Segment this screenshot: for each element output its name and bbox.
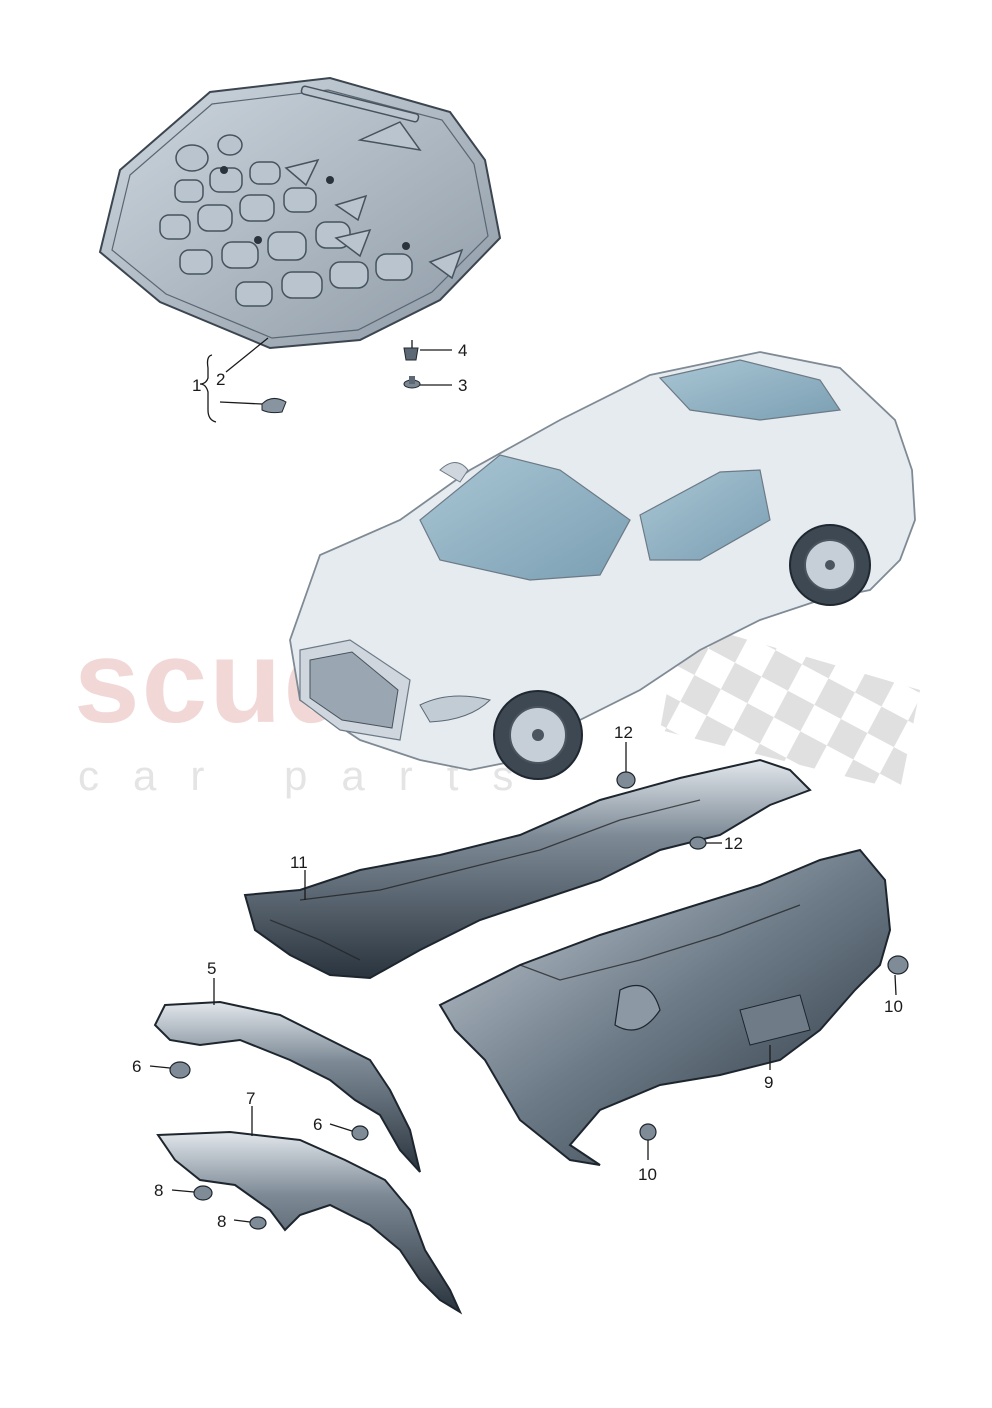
callout-10a: 10 [884,997,903,1016]
callout-6a: 6 [132,1057,141,1076]
clip-10b-icon [639,1123,657,1141]
clip-12b-icon [689,836,707,850]
callout-11: 11 [290,853,308,872]
clip-3-stem [409,376,415,384]
checker-flag-icon [660,620,920,790]
car-illustration [289,351,916,780]
windshield [419,454,631,581]
clip-4-icon [403,347,419,361]
roof-glass [658,359,842,421]
callout-12a: 12 [614,723,633,742]
hood-insulation-mat [98,76,502,350]
callout-labels: 1 2 3 4 5 6 6 7 8 8 9 10 10 11 12 12 [132,341,903,1231]
clip-8b-icon [249,1216,267,1230]
wheelhouse-insulation-5 [153,1000,421,1173]
callout-4: 4 [458,341,467,360]
leader-lines [149,337,897,1223]
clip-parts [261,347,421,414]
mirror [439,462,469,483]
callout-12b: 12 [724,834,743,853]
grille [309,651,399,729]
callout-3: 3 [458,376,467,395]
callout-6b: 6 [313,1115,322,1134]
callout-1: 1 [192,376,201,395]
bulkhead-insulation-upper [243,758,812,980]
clip-12a-icon [616,771,636,789]
callout-5: 5 [207,959,216,978]
wheelhouse-insulation-7 [156,1130,463,1315]
clip-6a-icon [169,1061,191,1079]
retainer-clip-icon [261,398,287,414]
callout-8a: 8 [154,1181,163,1200]
clip-8a-icon [193,1185,213,1201]
callout-10b: 10 [638,1165,657,1184]
callout-2: 2 [216,370,225,389]
fastener-clips [169,771,909,1230]
side-window [639,469,771,561]
clip-6b-icon [351,1125,369,1141]
headlight [419,695,491,723]
callout-8b: 8 [217,1212,226,1231]
clip-10a-icon [887,955,909,975]
floor-insulation-main [438,848,892,1166]
callout-9: 9 [764,1073,773,1092]
callout-7: 7 [246,1089,255,1108]
